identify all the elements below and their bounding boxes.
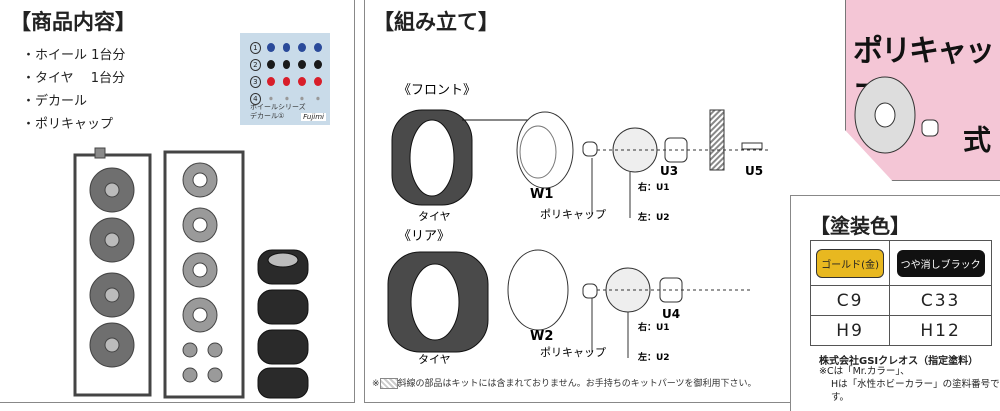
- black-h-code: H12: [889, 315, 992, 346]
- front-wheel: [516, 111, 574, 189]
- tires: [257, 249, 309, 399]
- black-c-code: C33: [889, 285, 992, 316]
- gold-c-code: C9: [809, 285, 891, 316]
- gold-swatch: ゴールド(金): [816, 248, 884, 278]
- footnote: ※斜線の部品はキットには含まれておりません。お手持ちのキットパーツを御利用下さい…: [372, 378, 757, 389]
- paint-note: ※Cは「Mr.カラー」、Hは「水性ホビーカラー」の塗料番号です。: [819, 366, 1000, 403]
- front-wheel-label: W1: [530, 187, 553, 202]
- rear-wheel: [507, 249, 569, 331]
- front-polycap-label: ポリキャップ: [540, 208, 606, 221]
- list-item: ・ホイール 1台分: [22, 48, 126, 63]
- decal-caption: デカール①: [250, 112, 285, 120]
- black-swatch: つや消しブラック: [896, 249, 985, 277]
- polycap-icon: [854, 76, 939, 154]
- rear-label: 《リア》: [398, 229, 450, 244]
- gold-h-code: H9: [809, 315, 891, 346]
- contents-list: ・ホイール 1台分 ・タイヤ 1台分 ・デカール ・ポリキャップ: [22, 44, 125, 136]
- decal-number: 1: [250, 41, 261, 54]
- front-assembly: 《フロント》 タイヤ W1 U3 U5 ポリキャップ 右：U1 左：U2: [391, 83, 770, 223]
- list-item: ・デカール: [22, 94, 88, 109]
- front-label: 《フロント》: [398, 83, 476, 98]
- decal-caption: ホイールシリーズ: [250, 103, 306, 111]
- decal-number: 3: [250, 75, 261, 88]
- u3-label: U3: [660, 164, 678, 178]
- hatch-icon: [379, 378, 398, 389]
- front-tire-label: タイヤ: [418, 210, 451, 223]
- list-item: ・ポリキャップ: [22, 117, 114, 132]
- front-polycap: [582, 141, 598, 157]
- polycap-badge-suffix: 式: [959, 125, 992, 153]
- fujimi-logo: Fujimi: [301, 113, 326, 121]
- svg-text:左：U2: 左：U2: [637, 211, 670, 223]
- svg-text:U4: U4: [662, 307, 680, 321]
- decal-sheet: 1 2 3 4 ホイールシリーズデカール① Fujimi: [240, 33, 330, 125]
- contents-title: 【商品内容】: [10, 10, 136, 34]
- wheel-sprue: [73, 147, 152, 397]
- svg-text:右：U1: 右：U1: [637, 181, 670, 193]
- brake-sprue: [163, 150, 245, 399]
- svg-text:W2: W2: [530, 329, 553, 344]
- rear-assembly: 《リア》 タイヤ W2 U4 ポリキャップ 右：U1 左：U2: [387, 229, 750, 366]
- svg-text:タイヤ: タイヤ: [418, 353, 451, 366]
- front-knuckle: [709, 109, 725, 171]
- list-item: ・タイヤ 1台分: [22, 71, 126, 86]
- svg-text:ポリキャップ: ポリキャップ: [540, 346, 606, 359]
- svg-text:右：U1: 右：U1: [637, 321, 670, 333]
- decal-number: 2: [250, 58, 261, 71]
- assembly-diagram: 《フロント》 タイヤ W1 U3 U5 ポリキャップ 右：U1 左：U2 《リア…: [387, 83, 770, 366]
- assembly-title: 【組み立て】: [373, 10, 499, 34]
- u5-label: U5: [745, 164, 763, 178]
- paint-title: 【塗装色】: [810, 214, 910, 238]
- decal-number: 4: [250, 92, 261, 105]
- svg-text:左：U2: 左：U2: [637, 351, 670, 363]
- paint-maker: 株式会社GSIクレオス（指定塗料）: [819, 356, 979, 367]
- parts-illustration: [73, 147, 309, 399]
